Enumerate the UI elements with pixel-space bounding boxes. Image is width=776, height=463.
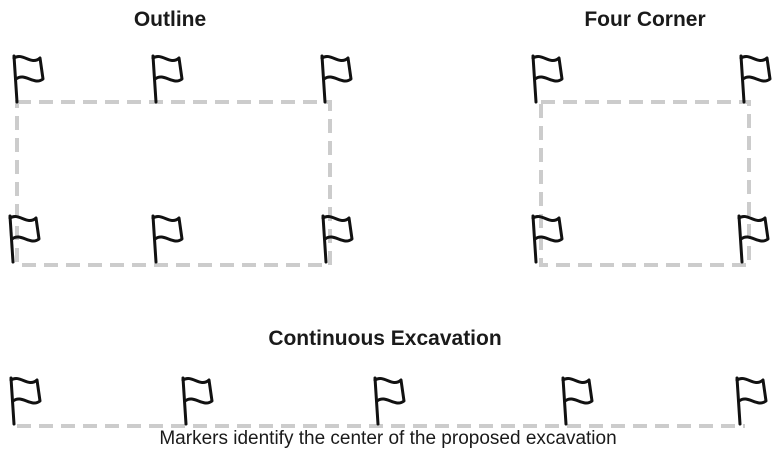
flag-icon xyxy=(739,54,772,104)
flag-icon xyxy=(531,54,564,104)
flag-icon xyxy=(735,376,768,426)
outline-boundary xyxy=(15,100,332,267)
flag-icon xyxy=(321,214,354,264)
flag-icon xyxy=(320,54,353,104)
flag-icon xyxy=(737,214,770,264)
flag-icon xyxy=(373,376,406,426)
flag-icon xyxy=(12,54,45,104)
flag-icon xyxy=(561,376,594,426)
flag-icon xyxy=(531,214,564,264)
four-corner-boundary xyxy=(539,100,751,267)
flag-icon xyxy=(9,376,42,426)
continuous-excavation-title: Continuous Excavation xyxy=(268,327,502,350)
flag-icon xyxy=(151,214,184,264)
flag-icon xyxy=(151,54,184,104)
outline-title: Outline xyxy=(133,8,207,31)
caption-text: Markers identify the center of the propo… xyxy=(159,428,617,449)
flag-icon xyxy=(181,376,214,426)
flag-icon xyxy=(8,214,41,264)
four-corner-title: Four Corner xyxy=(584,8,706,31)
